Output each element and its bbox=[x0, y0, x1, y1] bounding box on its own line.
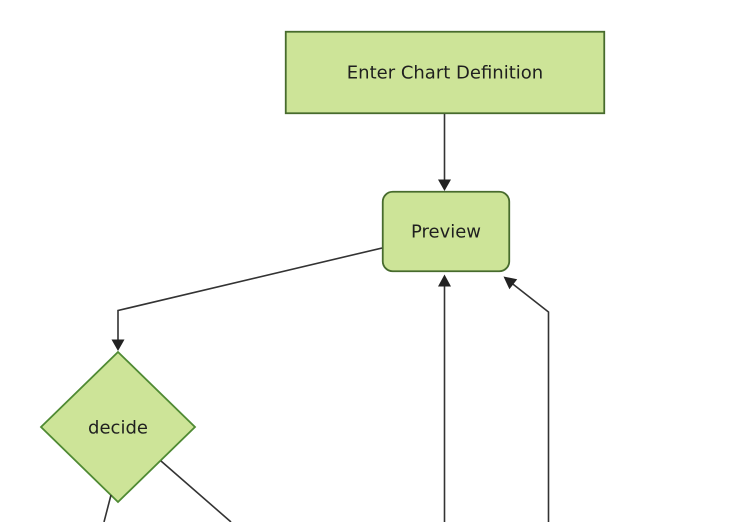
node-decide: decide bbox=[39, 350, 197, 504]
arrowhead-enter-to-preview bbox=[438, 179, 451, 191]
arrowhead-preview-to-decide bbox=[111, 339, 125, 351]
rect-enter-chart-definition bbox=[284, 30, 606, 115]
arrowhead-offscreen-bottom-to-preview bbox=[438, 274, 451, 287]
edge-decide-to-offscreen-right bbox=[160, 460, 232, 522]
arrowhead-offscreen-bottom-right-to-preview bbox=[503, 276, 518, 290]
rect-preview bbox=[381, 190, 511, 273]
node-preview: Preview bbox=[381, 190, 511, 273]
edge-offscreen-bottom-right-to-preview bbox=[511, 282, 550, 522]
label-decide: decide bbox=[88, 418, 148, 439]
label-preview: Preview bbox=[411, 222, 481, 243]
label-enter-chart-definition: Enter Chart Definition bbox=[347, 63, 543, 84]
node-enter-chart-definition: Enter Chart Definition bbox=[284, 30, 606, 115]
diamond-decide bbox=[39, 350, 197, 504]
edge-decide-to-offscreen-left bbox=[103, 494, 112, 522]
edge-preview-to-decide bbox=[117, 247, 383, 340]
